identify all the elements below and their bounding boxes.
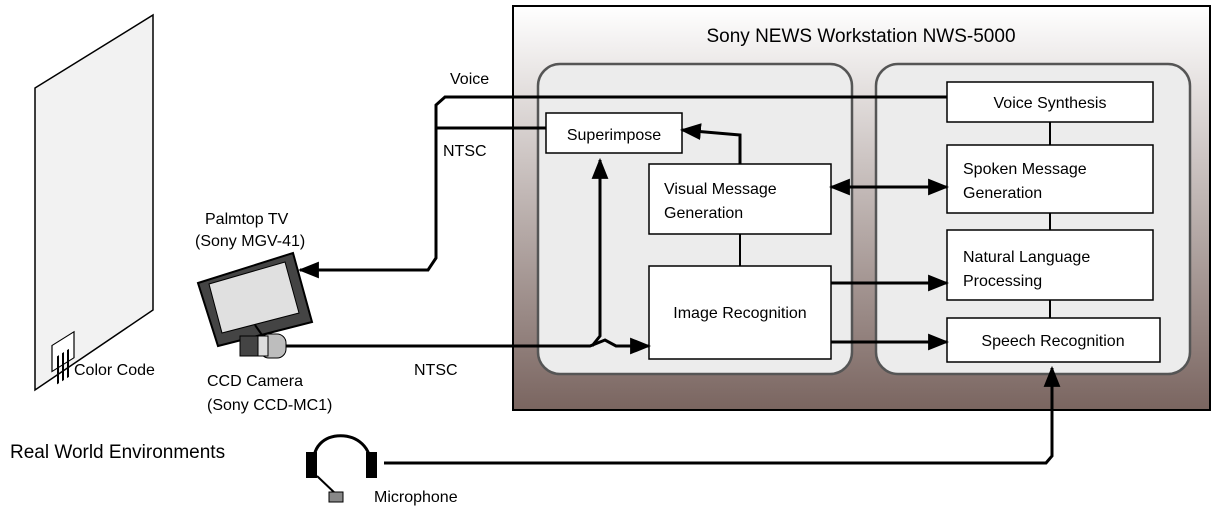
color-code-label: Color Code	[74, 362, 155, 379]
workstation-title: Sony NEWS Workstation NWS-5000	[706, 26, 1015, 47]
voice-signal-label: Voice	[450, 71, 489, 88]
spoken-message-generation-module: Spoken Message Generation	[946, 144, 1154, 214]
image-recognition-module: Image Recognition	[648, 265, 832, 360]
spoken-message-label-1: Spoken Message	[963, 161, 1087, 178]
palmtop-tv-label-1: Palmtop TV	[205, 211, 289, 228]
superimpose-module: Superimpose	[545, 112, 683, 154]
voice-signal-line	[297, 95, 947, 279]
color-code-marker	[51, 330, 75, 385]
ntsc-top-label: NTSC	[443, 143, 487, 160]
spoken-message-label-2: Generation	[963, 185, 1042, 202]
ccd-camera-label-2: (Sony CCD-MC1)	[207, 397, 332, 414]
ccd-camera-icon	[239, 333, 287, 359]
speech-recognition-label: Speech Recognition	[981, 333, 1124, 350]
superimpose-label: Superimpose	[567, 127, 661, 144]
visual-to-superimpose-arrow	[679, 123, 742, 164]
image-recognition-label: Image Recognition	[673, 305, 806, 322]
microphone-label: Microphone	[374, 489, 458, 506]
camera-ntsc-line	[286, 337, 652, 355]
speech-recognition-module: Speech Recognition	[946, 317, 1161, 363]
palmtop-tv-icon	[196, 251, 314, 348]
voice-synthesis-module: Voice Synthesis	[946, 81, 1154, 123]
palmtop-tv-label-2: (Sony MGV-41)	[195, 233, 305, 250]
visual-message-generation-module: Visual Message Generation	[648, 163, 832, 235]
microphone-icon	[306, 434, 377, 503]
color-code-board	[34, 13, 154, 392]
visual-message-label-2: Generation	[664, 205, 743, 222]
voice-synthesis-label: Voice Synthesis	[994, 95, 1107, 112]
ntsc-bottom-label: NTSC	[414, 362, 458, 379]
nlp-label-1: Natural Language	[963, 249, 1090, 266]
ccd-camera-label-1: CCD Camera	[207, 373, 303, 390]
natural-language-processing-module: Natural Language Processing	[946, 229, 1154, 301]
nlp-label-2: Processing	[963, 273, 1042, 290]
camera-to-superimpose-arrow	[590, 157, 609, 347]
microphone-signal-line	[384, 365, 1061, 465]
real-world-label: Real World Environments	[10, 442, 225, 463]
connections	[286, 95, 1061, 465]
visual-message-label-1: Visual Message	[664, 181, 777, 198]
